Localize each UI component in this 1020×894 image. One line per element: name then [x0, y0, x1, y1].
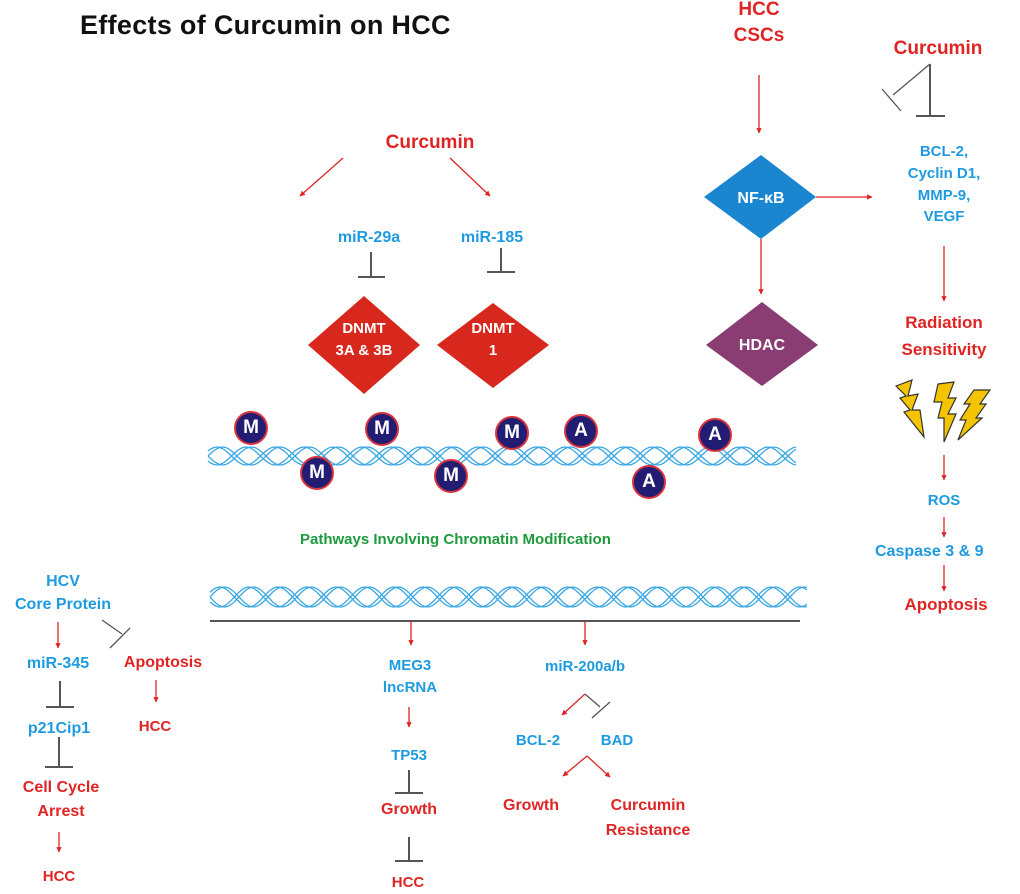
lightning-bolt-icon [933, 381, 957, 443]
acetylation-mark: A [564, 414, 598, 448]
bcl2-label: BCL-2 [515, 732, 561, 749]
nfkb-label: NF-κB [737, 190, 785, 207]
resistance-line1: Curcumin [610, 797, 686, 814]
lightning-bolt-icon [894, 379, 925, 440]
growth-mir200-label: Growth [503, 797, 559, 814]
tp53-label: TP53 [391, 747, 427, 764]
curcumin-resistance-label: Curcumin Resistance [606, 794, 691, 844]
p21cip1-label: p21Cip1 [27, 720, 91, 737]
lightning-bolt-icon [957, 389, 992, 441]
methylation-mark: M [365, 412, 399, 446]
dnmt3-line1: DNMT [342, 320, 386, 337]
inhibit-tp53-growth [395, 770, 423, 794]
curcumin-right-label: Curcumin [893, 38, 983, 59]
hcv-line1: HCV [46, 573, 80, 590]
nfkb-diamond [704, 155, 816, 239]
inhibit-p21-cellcycle [45, 737, 73, 768]
resistance-line2: Resistance [605, 821, 691, 839]
arrow-bcl2-to-growth [562, 755, 588, 777]
inhibit-mir345-p21 [46, 681, 74, 708]
dna-helix-lower [209, 586, 808, 608]
inhibit-mir185-dnmt1 [487, 248, 515, 273]
acetylation-mark: A [698, 418, 732, 452]
curcumin-center-label: Curcumin [385, 132, 475, 153]
apoptosis-left-label: Apoptosis [123, 654, 203, 671]
radiation-sensitivity-label: Radiation Sensitivity [901, 309, 986, 363]
dnmt3-line2: 3A & 3B [335, 341, 393, 359]
mir200ab-label: miR-200a/b [544, 658, 626, 675]
dnmt1-diamond [437, 303, 549, 388]
radiation-line1: Radiation [905, 313, 983, 332]
methylation-mark: M [234, 411, 268, 445]
mir185-label: miR-185 [460, 229, 524, 246]
arrow-bad-to-resistance [586, 755, 611, 778]
inhibit-mir200-to-bad [584, 693, 611, 719]
ros-label: ROS [927, 492, 961, 509]
meg3-lncrna-label: MEG3 lncRNA [383, 655, 437, 699]
growth-meg3-label: Growth [381, 801, 437, 818]
arrow-mir200-to-bcl2 [561, 693, 586, 716]
inhibit-growth-hcc [395, 837, 423, 862]
hdac-diamond [706, 302, 818, 386]
radiation-bolts [894, 379, 992, 443]
dna-strand [209, 586, 808, 608]
arrow-curcumin-to-mir29a [299, 157, 344, 197]
inhibit-hcv-to-apoptosis [101, 619, 131, 649]
inhibit-curcumin-to-nfkb [881, 63, 931, 112]
hcc-cscs-label: HCC CSCs [734, 0, 785, 48]
caspase-label: Caspase 3 & 9 [875, 543, 984, 560]
methylation-mark: M [434, 459, 468, 493]
dnmt1-label: DNMT 1 [471, 318, 514, 362]
figure-title: Effects of Curcumin on HCC [80, 10, 451, 40]
dnmt3-diamond [308, 296, 420, 394]
inhibit-mir29a-dnmt3 [358, 252, 385, 278]
dna-strand [209, 586, 808, 608]
dnmt1-line2: 1 [488, 341, 498, 359]
target-mmp9: MMP-9, [917, 186, 971, 204]
hcc-cscs-line1: HCC [738, 0, 780, 20]
cell-cycle-line1: Cell Cycle [22, 779, 100, 796]
hcv-core-protein-label: HCV Core Protein [15, 570, 111, 616]
mir29a-label: miR-29a [337, 229, 401, 246]
bad-label: BAD [600, 732, 634, 749]
arrow-curcumin-to-mir185 [449, 157, 491, 197]
mir345-label: miR-345 [26, 655, 90, 672]
meg3-line1: MEG3 [388, 657, 432, 674]
hcv-line2: Core Protein [14, 596, 112, 614]
nfkb-targets-label: BCL-2, Cyclin D1, MMP-9, VEGF [908, 141, 981, 228]
target-vegf: VEGF [923, 208, 965, 226]
apoptosis-right-label: Apoptosis [904, 595, 988, 614]
methylation-mark: M [300, 456, 334, 490]
cell-cycle-arrest-label: Cell Cycle Arrest [23, 776, 99, 824]
meg3-line2: lncRNA [382, 678, 438, 696]
hcc-meg3-label: HCC [391, 874, 425, 891]
radiation-line2: Sensitivity [901, 340, 987, 360]
dnmt3-label: DNMT 3A & 3B [336, 318, 393, 362]
chromatin-pathways-label: Pathways Involving Chromatin Modificatio… [300, 531, 611, 548]
dna-strand [207, 446, 797, 466]
cell-cycle-line2: Arrest [37, 803, 85, 820]
inhibit-curcumin-to-targets [916, 64, 945, 117]
acetylation-mark: A [632, 465, 666, 499]
dnmt1-line1: DNMT [471, 320, 515, 337]
target-bcl2: BCL-2, [919, 143, 969, 160]
hdac-label: HDAC [738, 337, 786, 354]
hcc-left-b-label: HCC [42, 868, 76, 885]
hcc-left-a-label: HCC [138, 718, 172, 735]
target-cyclin-d1: Cyclin D1, [907, 164, 981, 182]
methylation-mark: M [495, 416, 529, 450]
hcc-cscs-line2: CSCs [733, 24, 785, 46]
